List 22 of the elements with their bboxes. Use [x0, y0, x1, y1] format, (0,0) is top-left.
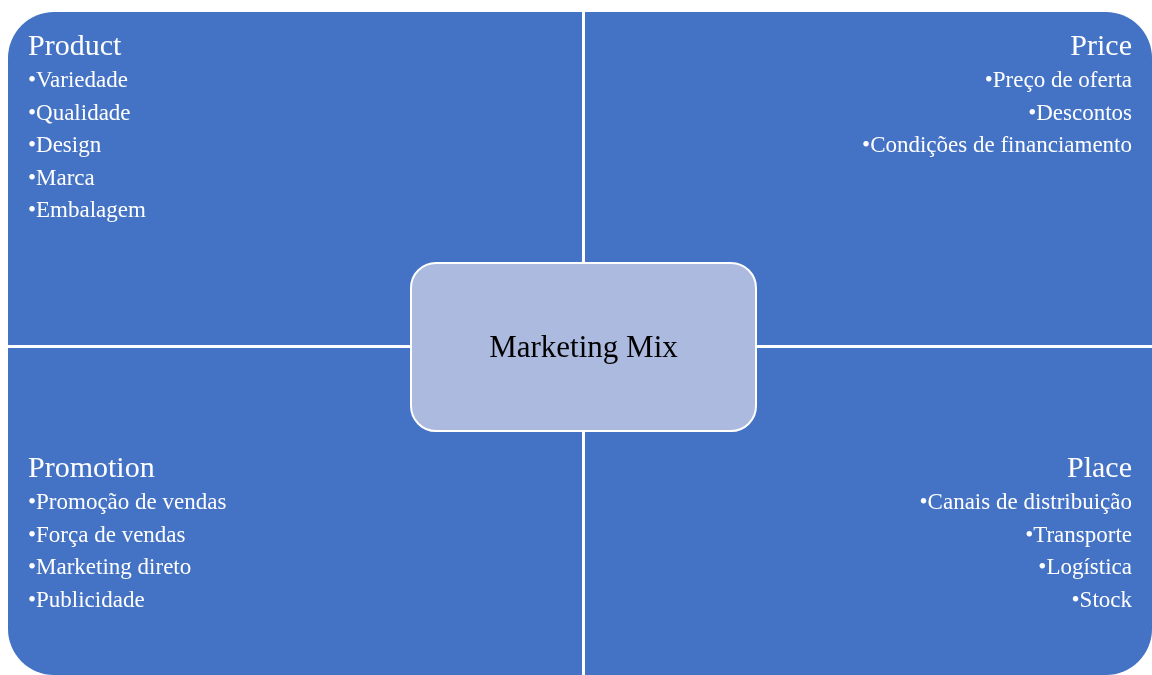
list-item: •Publicidade	[28, 585, 145, 614]
list-item: •Variedade	[28, 66, 128, 94]
list-item: •Marketing direto	[28, 553, 192, 581]
list-item: •Marca	[28, 163, 95, 192]
heading: Marketing Mix	[489, 328, 678, 366]
heading: Product	[28, 27, 122, 63]
list-item: •Stock	[1071, 585, 1132, 614]
list-item: •Promoção de vendas	[28, 488, 227, 516]
list-item: •Transporte	[1025, 520, 1132, 549]
list-item: •Condições de financiamento	[862, 131, 1132, 159]
list-item: •Embalagem	[28, 196, 146, 224]
heading: Place	[1067, 449, 1132, 485]
list-item: •Preço de oferta	[984, 66, 1132, 94]
list-item: •Canais de distribuição	[919, 488, 1132, 516]
center-box	[410, 262, 757, 432]
heading: Promotion	[28, 449, 155, 485]
list-item: •Qualidade	[28, 98, 131, 127]
list-item: •Descontos	[1028, 98, 1132, 127]
list-item: •Logística	[1038, 553, 1132, 581]
heading: Price	[1070, 27, 1132, 63]
list-item: •Design	[28, 131, 102, 159]
list-item: •Força de vendas	[28, 520, 186, 549]
